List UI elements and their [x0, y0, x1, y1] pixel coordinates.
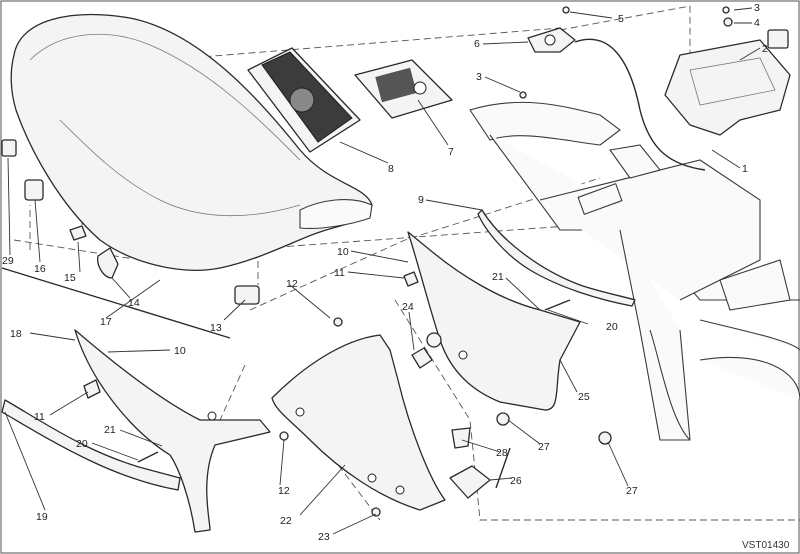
seat-hook [97, 247, 119, 279]
holder [411, 347, 433, 369]
clamp [449, 465, 491, 499]
callout-16: 16 [34, 263, 46, 275]
callout-4: 4 [754, 17, 760, 29]
nut [403, 271, 419, 287]
callout-24: 24 [402, 301, 414, 313]
callout-6: 6 [474, 38, 480, 50]
callout-21: 21 [104, 424, 116, 436]
owners-manual [354, 59, 453, 119]
rubber-bumper [24, 179, 44, 201]
callout-17: 17 [100, 316, 112, 328]
latch-bracket [234, 285, 260, 305]
leader-lines [4, 7, 761, 535]
screw [519, 91, 527, 99]
grommet [598, 431, 612, 445]
callout-20: 20 [76, 438, 88, 450]
callout-3: 3 [754, 2, 760, 14]
clip [69, 225, 87, 241]
callout-21: 21 [492, 271, 504, 283]
callout-3: 3 [476, 71, 482, 83]
screw [279, 431, 289, 441]
bush [426, 332, 442, 348]
callout-2: 2 [762, 43, 768, 55]
callout-27: 27 [538, 441, 550, 453]
washer [723, 17, 733, 27]
right-side-panel [407, 231, 581, 411]
side-strip [477, 209, 636, 307]
tool-kit-pouch [247, 47, 361, 153]
rubber-pad [1, 139, 17, 157]
callout-12: 12 [278, 485, 290, 497]
callout-28: 28 [496, 447, 508, 459]
callout-14: 14 [128, 297, 140, 309]
callout-19: 19 [36, 511, 48, 523]
left-side-panel [271, 334, 446, 511]
screw [333, 317, 343, 327]
callout-11: 11 [34, 411, 45, 423]
seat-release-cable [574, 38, 706, 171]
screw [371, 507, 381, 517]
small-hardware [1, 6, 733, 517]
callout-7: 7 [448, 146, 454, 158]
callout-25: 25 [578, 391, 590, 403]
callout-15: 15 [64, 272, 76, 284]
callout-10: 10 [174, 345, 186, 357]
callout-18: 18 [10, 328, 22, 340]
battery-holder-tray [664, 29, 791, 136]
callout-23: 23 [318, 531, 330, 543]
callout-20: 20 [606, 321, 618, 333]
grommet [496, 412, 510, 426]
callout-8: 8 [388, 163, 394, 175]
seat-lock [527, 27, 576, 53]
rear-subframe [469, 101, 800, 441]
bolt [544, 299, 571, 311]
callout-numbers: 1 2 3 4 3 5 6 7 8 9 10 11 12 12 13 14 15… [2, 2, 768, 543]
bush [451, 427, 471, 449]
seat-strap [1, 267, 231, 339]
callout-22: 22 [280, 515, 292, 527]
screw [722, 6, 730, 14]
rod [495, 447, 511, 489]
callout-10: 10 [337, 246, 349, 258]
seat [10, 13, 373, 271]
callout-26: 26 [510, 475, 522, 487]
callout-5: 5 [618, 13, 624, 25]
callout-1: 1 [742, 163, 748, 175]
drawing-reference-code: VST01430 [742, 540, 790, 551]
callout-27: 27 [626, 485, 638, 497]
callout-11: 11 [334, 267, 345, 279]
callout-9: 9 [418, 194, 424, 206]
callout-13: 13 [210, 322, 222, 334]
left-lower-trim [1, 329, 271, 533]
callout-12: 12 [286, 278, 298, 290]
nut [83, 379, 101, 399]
screw [562, 6, 570, 14]
bolt [137, 451, 159, 463]
callout-29: 29 [2, 255, 14, 267]
